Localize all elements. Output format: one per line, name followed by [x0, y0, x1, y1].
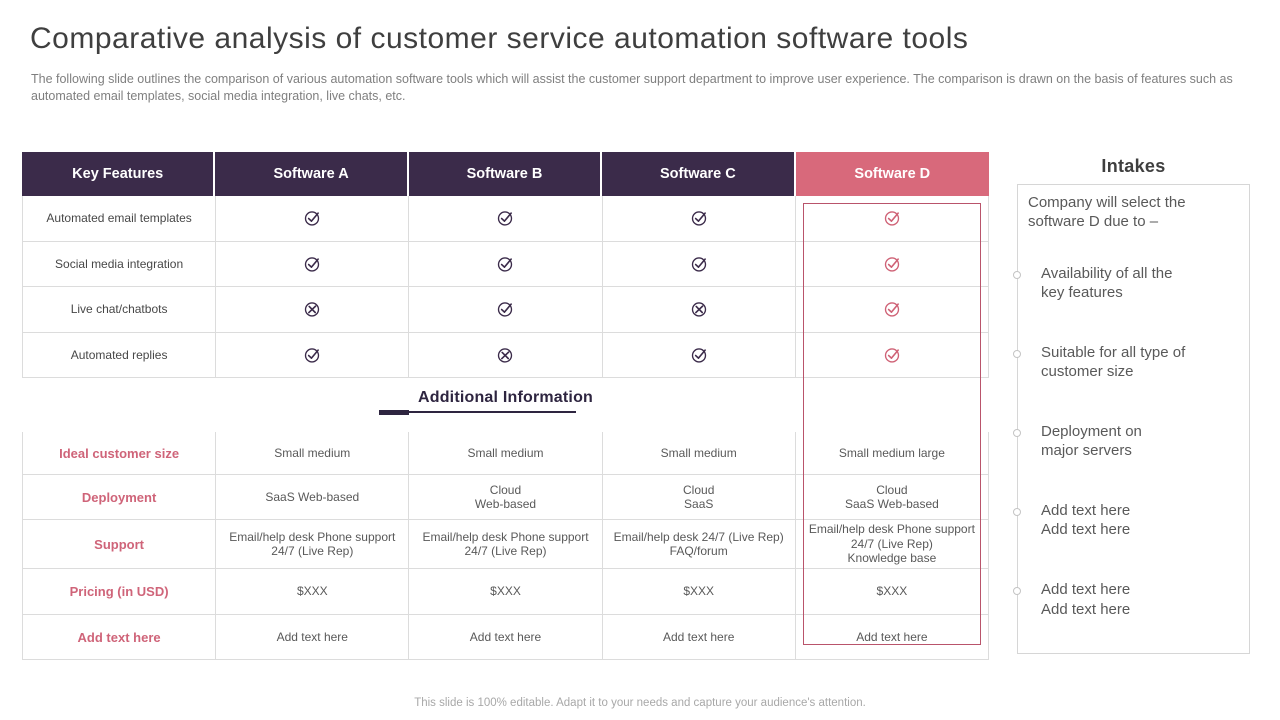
intakes-intro: Company will select the software D due t… — [1028, 194, 1186, 231]
section-title-underline — [379, 410, 576, 415]
info-value: Cloud SaaS Web-based — [796, 475, 989, 519]
check-circle-icon — [216, 196, 410, 241]
table-row: Automated email templates — [22, 196, 989, 242]
info-value: $XXX — [603, 569, 796, 614]
cross-circle-icon — [216, 287, 410, 332]
info-value: $XXX — [409, 569, 603, 614]
additional-information-band: Additional Information — [22, 378, 989, 432]
info-value: Small medium — [409, 432, 603, 474]
table-row: Social media integration — [22, 241, 989, 287]
check-circle-icon — [796, 196, 989, 241]
info-value: SaaS Web-based — [216, 475, 410, 519]
feature-label: Live chat/chatbots — [23, 287, 217, 332]
table-row: Pricing (in USD)$XXX$XXX$XXX$XXX — [22, 569, 989, 615]
info-row-label: Ideal customer size — [23, 432, 217, 474]
info-value: Small medium large — [796, 432, 989, 474]
feature-label: Automated email templates — [23, 196, 217, 241]
cross-circle-icon — [409, 332, 603, 377]
column-header: Software B — [408, 152, 603, 196]
placeholder-text[interactable]: Add text here Add text here — [1013, 501, 1249, 539]
check-circle-icon — [796, 287, 989, 332]
column-header: Software A — [215, 152, 409, 196]
check-circle-icon — [603, 241, 796, 286]
check-circle-icon — [796, 241, 989, 286]
info-value: Email/help desk Phone support 24/7 (Live… — [796, 520, 989, 568]
placeholder-text[interactable]: Add text here — [603, 615, 796, 659]
check-circle-icon — [409, 196, 603, 241]
intake-item: Suitable for all type of customer size — [1013, 343, 1249, 381]
info-value: Cloud SaaS — [603, 475, 796, 519]
info-value: Email/help desk 24/7 (Live Rep) FAQ/foru… — [603, 520, 796, 568]
info-row-label: Support — [23, 520, 217, 568]
placeholder-text[interactable]: Add text here — [409, 615, 603, 659]
sidebar-title: Intakes — [1101, 156, 1166, 176]
info-row-label: Pricing (in USD) — [23, 569, 217, 614]
check-circle-icon — [603, 332, 796, 377]
check-circle-icon — [796, 332, 989, 377]
info-value: Email/help desk Phone support 24/7 (Live… — [409, 520, 603, 568]
page-subtitle: The following slide outlines the compari… — [31, 72, 1233, 103]
info-value: Email/help desk Phone support 24/7 (Live… — [216, 520, 410, 568]
intakes-panel: Company will select the software D due t… — [1013, 184, 1250, 654]
info-value: $XXX — [216, 569, 410, 614]
intake-item: Deployment on major servers — [1013, 422, 1249, 460]
placeholder-text[interactable]: Add text here — [796, 615, 989, 659]
cross-circle-icon — [603, 287, 796, 332]
check-circle-icon — [216, 241, 410, 286]
column-header: Software D — [795, 152, 989, 196]
placeholder-text[interactable]: Add text here — [216, 615, 410, 659]
info-row-label: Add text here — [23, 615, 217, 659]
check-circle-icon — [409, 241, 603, 286]
feature-label: Automated replies — [23, 332, 217, 377]
column-header: Software C — [602, 152, 796, 196]
check-circle-icon — [216, 332, 410, 377]
check-circle-icon — [409, 287, 603, 332]
info-row-label: Deployment — [23, 475, 217, 519]
page-title: Comparative analysis of customer service… — [30, 22, 969, 55]
feature-label: Social media integration — [23, 241, 217, 286]
info-value: Small medium — [603, 432, 796, 474]
info-value: Cloud Web-based — [409, 475, 603, 519]
placeholder-text[interactable]: Add text here Add text here — [1013, 580, 1249, 618]
intake-item: Availability of all the key features — [1013, 264, 1249, 302]
footer-note: This slide is 100% editable. Adapt it to… — [414, 697, 866, 709]
check-circle-icon — [603, 196, 796, 241]
section-title: Additional Information — [417, 389, 594, 406]
column-header: Key Features — [22, 152, 216, 196]
info-value: Small medium — [216, 432, 410, 474]
table-row: Live chat/chatbots — [22, 287, 989, 333]
info-value: $XXX — [796, 569, 989, 614]
table-row: Automated replies — [22, 332, 989, 378]
